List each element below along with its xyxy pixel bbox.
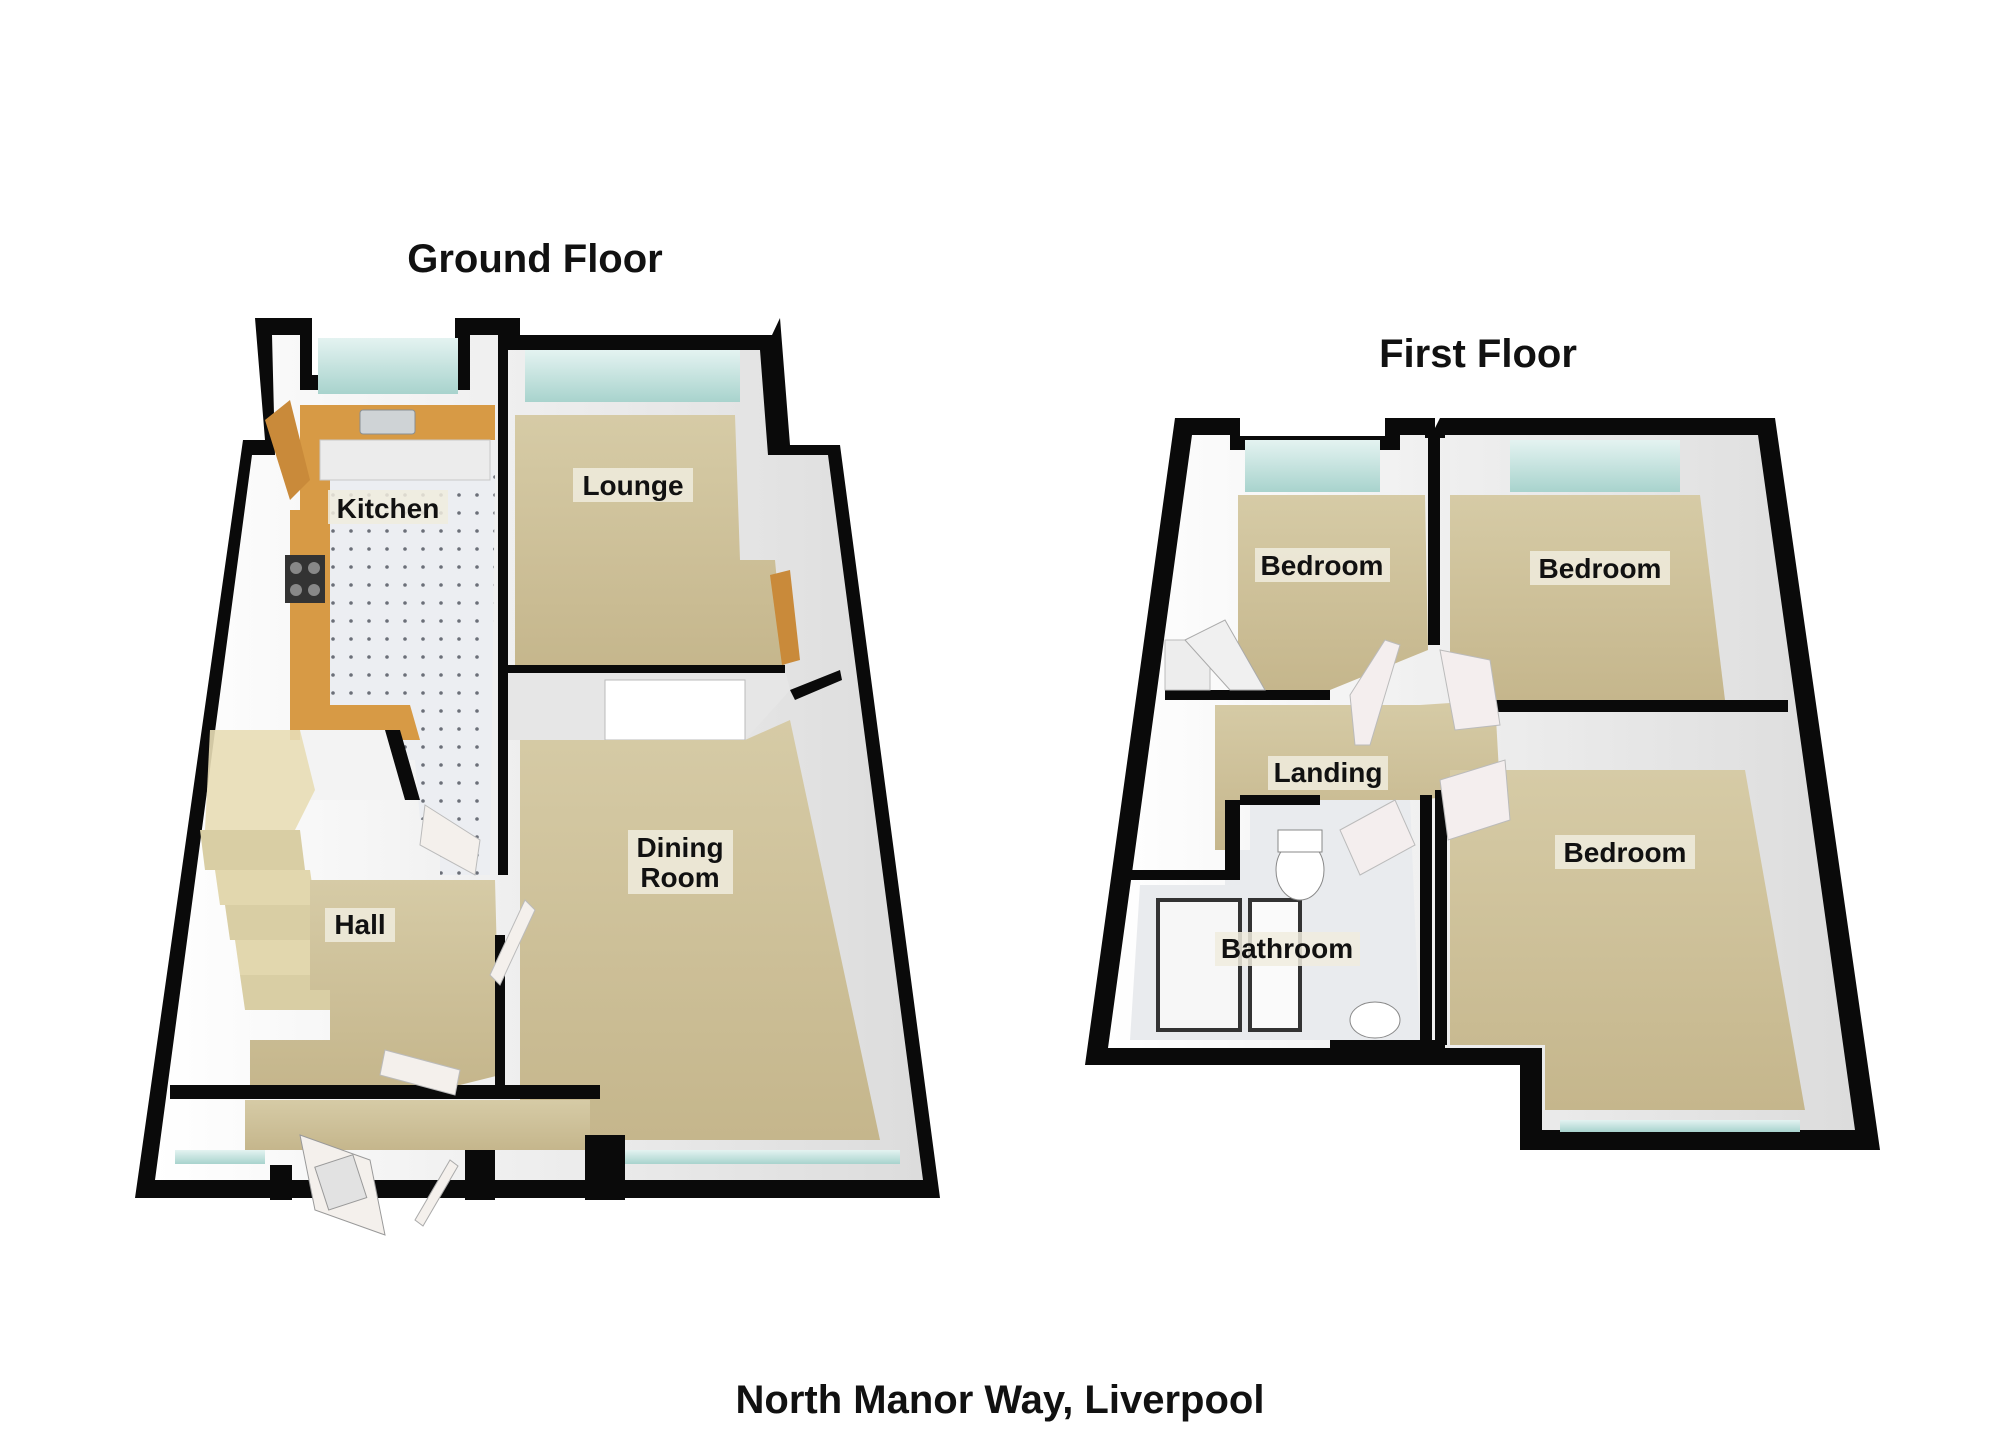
kitchen-worktop — [290, 405, 495, 740]
wall-kitchen-lounge — [498, 335, 508, 875]
toilet-cistern-icon — [1277, 829, 1323, 853]
wall-dining-right — [790, 670, 842, 700]
hall-floor — [250, 880, 500, 1085]
bedroom-left-floor — [1238, 495, 1428, 690]
kitchen-hall-wall — [300, 730, 415, 800]
kitchen-tall-cupboard — [265, 400, 310, 500]
wall-large-bedroom-left — [1435, 790, 1447, 1045]
wall-left-bedroom-bottom — [1165, 690, 1330, 700]
hob-burner-icon — [308, 584, 320, 596]
wall-hall-dining — [495, 935, 505, 1095]
wall-kitchen-stair — [385, 730, 420, 800]
porch-door — [414, 1159, 459, 1227]
kitchen-label-bg — [328, 490, 448, 524]
bedroom-left-door — [1349, 639, 1401, 746]
front-window-left — [175, 1150, 265, 1164]
bathroom-bottom-wall — [1330, 1040, 1445, 1065]
bedroom-right-door — [1439, 649, 1501, 731]
dining-label-bg — [628, 830, 733, 894]
porch-floor — [245, 1100, 590, 1150]
ground-floor-title: Ground Floor — [407, 237, 663, 281]
wall-lounge-dining — [505, 665, 785, 673]
bathroom-label: Bathroom — [1221, 933, 1353, 964]
wall-bathroom-left — [1130, 800, 1240, 880]
bedroom-right-label-bg — [1530, 551, 1670, 585]
basin-icon — [1349, 1001, 1401, 1039]
hob-icon — [285, 555, 325, 603]
wall-bedrooms-divider — [1428, 430, 1440, 645]
partition-opening — [604, 679, 746, 741]
front-door-panel — [314, 1154, 368, 1211]
bathroom-door — [1339, 799, 1416, 876]
porch-pier — [585, 1135, 625, 1200]
hall-label-bg — [325, 908, 395, 942]
staircase — [200, 730, 330, 1010]
first-floor — [1085, 418, 1880, 1150]
kitchen-door — [419, 804, 481, 876]
kitchen-label: Kitchen — [337, 493, 440, 524]
first-floor-title: First Floor — [1379, 332, 1577, 376]
bedroom-left-label-bg — [1255, 548, 1390, 582]
dining-label-line2: Room — [640, 862, 719, 893]
bedroom-left-label: Bedroom — [1261, 550, 1384, 581]
bedroom-left-window — [1245, 440, 1380, 492]
bedroom-right-floor — [1450, 495, 1725, 700]
kitchen-floor — [330, 470, 495, 875]
bedroom-large-label: Bedroom — [1564, 837, 1687, 868]
lounge-label-bg — [573, 468, 693, 502]
kitchen-window — [318, 338, 458, 394]
kitchen-cabinets — [319, 439, 491, 481]
bathroom-label-bg — [1215, 932, 1360, 966]
bedroom-large-window — [1560, 1120, 1800, 1132]
ground-floor — [135, 318, 940, 1236]
hall-label: Hall — [334, 909, 385, 940]
porch-pier — [465, 1150, 495, 1200]
hob-burner-icon — [290, 584, 302, 596]
wall-bathroom-right — [1420, 795, 1432, 1045]
front-window-right — [620, 1150, 900, 1164]
sink-icon — [359, 409, 416, 435]
lounge-window — [525, 350, 740, 402]
wall-porch — [170, 1085, 600, 1099]
wall-bathroom-top — [1240, 795, 1320, 805]
bedroom-large-label-bg — [1555, 835, 1695, 869]
dining-label-line1: Dining — [636, 832, 723, 863]
landing-label-bg — [1268, 756, 1388, 790]
landing-label: Landing — [1274, 757, 1383, 788]
hob-burner-icon — [290, 562, 302, 574]
bedroom-right-label: Bedroom — [1539, 553, 1662, 584]
address-caption: North Manor Way, Liverpool — [736, 1378, 1265, 1422]
dining-door — [489, 899, 536, 986]
bedroom-right-window — [1510, 440, 1680, 492]
hall-door — [379, 1049, 461, 1096]
lounge-label: Lounge — [582, 470, 683, 501]
porch-pier — [270, 1165, 292, 1200]
cupboard-door — [1184, 619, 1266, 691]
hob-burner-icon — [308, 562, 320, 574]
fireplace — [770, 570, 800, 665]
wall-right-bedrooms — [1488, 700, 1788, 712]
bedroom-large-door — [1439, 759, 1511, 841]
dining-floor — [520, 720, 880, 1140]
bedroom-large-floor — [1450, 770, 1805, 1110]
